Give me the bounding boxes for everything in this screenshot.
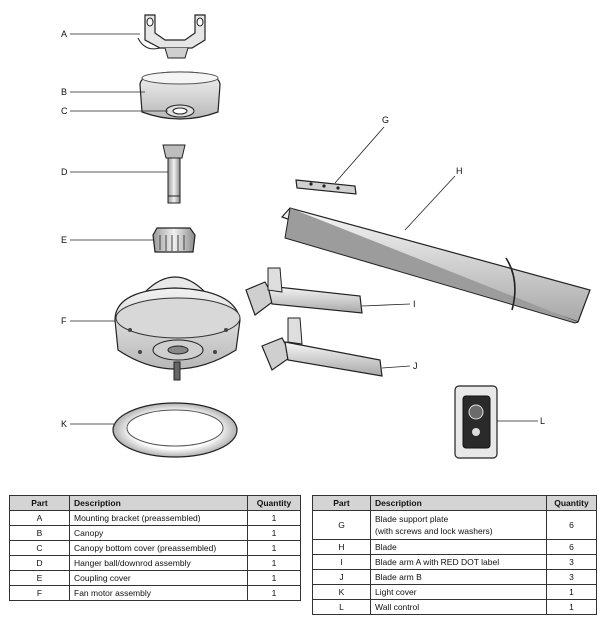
callout-a: A xyxy=(61,29,67,39)
table-row: J Blade arm B 3 xyxy=(312,569,597,585)
quantity-cell: 1 xyxy=(247,555,301,571)
part-cell: I xyxy=(312,554,371,570)
table-row: I Blade arm A with RED DOT label 3 xyxy=(312,554,597,570)
quantity-cell: 1 xyxy=(247,510,301,526)
coupling-cover xyxy=(152,227,196,253)
part-cell: F xyxy=(9,585,70,601)
callout-c: C xyxy=(61,106,68,116)
description-cell: Canopy xyxy=(69,525,248,541)
description-cell: Canopy bottom cover (preassembled) xyxy=(69,540,248,556)
quantity-cell: 6 xyxy=(546,510,597,540)
parts-diagram: A B C D E F G H I J K L xyxy=(61,14,591,459)
description-cell: Hanger ball/downrod assembly xyxy=(69,555,248,571)
quantity-cell: 3 xyxy=(546,569,597,585)
column-header-description: Description xyxy=(69,495,248,511)
description-cell: Blade support plate (with screws and loc… xyxy=(370,510,547,540)
description-cell: Blade arm A with RED DOT label xyxy=(370,554,547,570)
blade-arm-a xyxy=(245,267,363,316)
description-cell: Blade xyxy=(370,539,547,555)
part-cell: E xyxy=(9,570,70,586)
table-row: C Canopy bottom cover (preassembled) 1 xyxy=(9,540,301,556)
column-header-part: Part xyxy=(312,495,371,511)
quantity-cell: 1 xyxy=(247,585,301,601)
callout-i: I xyxy=(413,299,416,309)
description-cell: Blade arm B xyxy=(370,569,547,585)
light-cover xyxy=(112,402,238,458)
callout-leaders xyxy=(70,33,538,425)
part-cell: C xyxy=(9,540,70,556)
part-cell: A xyxy=(9,510,70,526)
callout-k: K xyxy=(61,419,67,429)
part-cell: K xyxy=(312,584,371,600)
table-header-row: Part Description Quantity xyxy=(312,495,597,511)
description-line: Blade support plate xyxy=(375,514,449,524)
parts-table-left: Part Description Quantity A Mounting bra… xyxy=(9,495,301,601)
description-cell: Mounting bracket (preassembled) xyxy=(69,510,248,526)
callout-g: G xyxy=(382,115,389,125)
canopy xyxy=(139,71,221,120)
callout-b: B xyxy=(61,87,67,97)
callout-d: D xyxy=(61,167,68,177)
description-cell: Fan motor assembly xyxy=(69,585,248,601)
callout-l: L xyxy=(540,416,545,426)
quantity-cell: 6 xyxy=(546,539,597,555)
fan-motor-assembly xyxy=(114,276,241,381)
part-cell: G xyxy=(312,510,371,540)
table-header-row: Part Description Quantity xyxy=(9,495,301,511)
table-row: H Blade 6 xyxy=(312,539,597,555)
part-cell: H xyxy=(312,539,371,555)
description-cell: Coupling cover xyxy=(69,570,248,586)
table-row: K Light cover 1 xyxy=(312,584,597,600)
table-row: G Blade support plate (with screws and l… xyxy=(312,510,597,540)
callout-h: H xyxy=(456,166,463,176)
blade xyxy=(280,207,591,324)
column-header-part: Part xyxy=(9,495,70,511)
description-line: (with screws and lock washers) xyxy=(375,526,493,536)
table-row: B Canopy 1 xyxy=(9,525,301,541)
mounting-bracket xyxy=(137,14,206,59)
wall-control xyxy=(454,385,498,459)
table-row: E Coupling cover 1 xyxy=(9,570,301,586)
table-row: D Hanger ball/downrod assembly 1 xyxy=(9,555,301,571)
column-header-quantity: Quantity xyxy=(247,495,301,511)
blade-arm-b xyxy=(261,317,383,377)
part-cell: D xyxy=(9,555,70,571)
column-header-description: Description xyxy=(370,495,547,511)
callout-e: E xyxy=(61,235,67,245)
description-cell: Light cover xyxy=(370,584,547,600)
description-cell: Wall control xyxy=(370,599,547,615)
quantity-cell: 3 xyxy=(546,554,597,570)
column-header-quantity: Quantity xyxy=(546,495,597,511)
callout-f: F xyxy=(61,316,67,326)
part-cell: L xyxy=(312,599,371,615)
part-cell: B xyxy=(9,525,70,541)
quantity-cell: 1 xyxy=(546,599,597,615)
quantity-cell: 1 xyxy=(247,570,301,586)
callout-j: J xyxy=(413,361,418,371)
table-row: A Mounting bracket (preassembled) 1 xyxy=(9,510,301,526)
parts-table-right: Part Description Quantity G Blade suppor… xyxy=(312,495,597,615)
quantity-cell: 1 xyxy=(247,540,301,556)
part-cell: J xyxy=(312,569,371,585)
hanger-ball-downrod xyxy=(162,144,186,204)
quantity-cell: 1 xyxy=(247,525,301,541)
blade-support-plate xyxy=(295,179,357,195)
table-row: L Wall control 1 xyxy=(312,599,597,615)
table-row: F Fan motor assembly 1 xyxy=(9,585,301,601)
quantity-cell: 1 xyxy=(546,584,597,600)
canopy-bottom-cover xyxy=(165,104,195,118)
